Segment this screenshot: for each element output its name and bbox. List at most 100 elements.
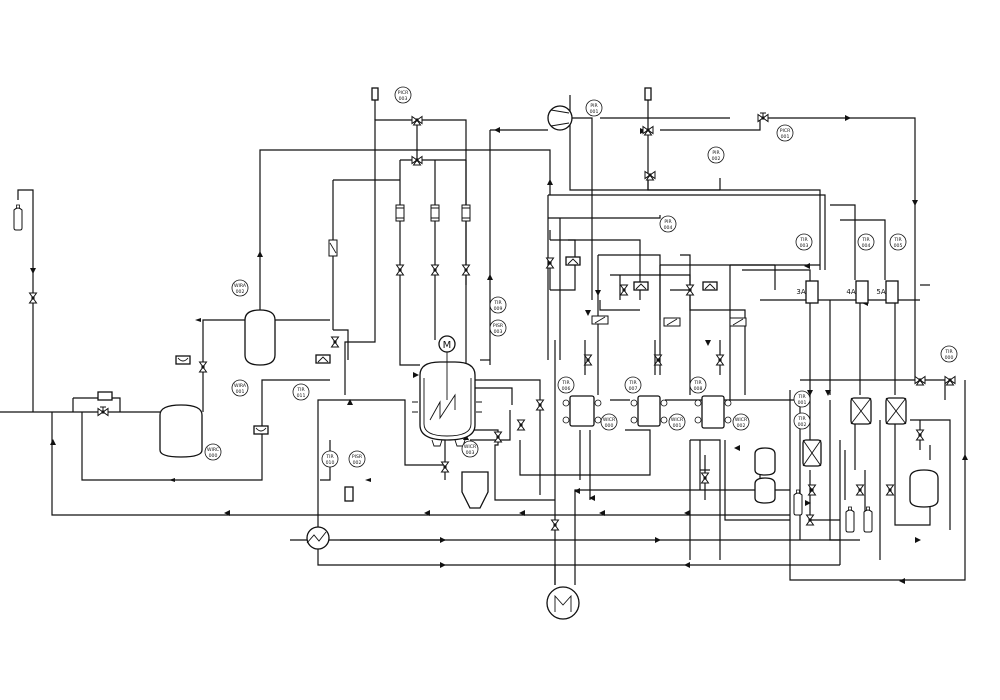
tag-label: PIR — [590, 103, 598, 109]
tag-label: PICR — [780, 128, 791, 134]
vessel-storage-1 — [244, 309, 276, 366]
inline-instruments — [97, 239, 747, 435]
instrument-tag-tir006: TIR 006 — [557, 376, 575, 394]
vessel-storage-2 — [159, 404, 203, 458]
instrument-tag-tir004: TIR 004 — [857, 233, 875, 251]
tag-number: 001 — [236, 389, 245, 395]
tag-number: 008 — [694, 386, 703, 392]
tag-label: WICR — [464, 444, 477, 450]
packed-reactor-2 — [885, 397, 907, 425]
tag-number: 006 — [562, 386, 571, 392]
tag-label: WICR — [735, 417, 748, 423]
tag-number: 003 — [466, 450, 475, 456]
adsorber-3a: 3A — [796, 280, 819, 304]
tag-label: PIR — [712, 150, 720, 156]
tag-number: 003 — [494, 329, 503, 335]
tag-label: WIRC — [207, 447, 219, 453]
packed-reactor-3 — [802, 439, 822, 467]
label-5a: 5A — [876, 288, 885, 296]
tag-number: 002 — [737, 423, 746, 429]
tag-label: WIRA — [234, 383, 247, 389]
instrument-tag-wicr003: WICR 003 — [461, 440, 479, 458]
tag-number: 001 — [673, 423, 682, 429]
vessel-right-1 — [909, 469, 939, 508]
tag-number: 010 — [326, 460, 335, 466]
instrument-tag-pir002: PIR 002 — [707, 146, 725, 164]
adsorber-4a: 4A — [846, 280, 869, 304]
tag-number: 004 — [862, 243, 871, 249]
tag-label: WIRA — [234, 283, 247, 289]
agitator-label: M — [443, 340, 452, 351]
instrument-tag-pisr003: PISR 003 — [489, 319, 507, 337]
agitator-motor: M — [438, 335, 456, 353]
heat-exchanger-left — [306, 526, 330, 550]
tag-label: TIR — [799, 237, 808, 243]
instrument-tag-pir004: PIR 004 — [659, 215, 677, 233]
tag-label: PISR — [493, 323, 504, 329]
instrument-tag-wira002: WIRA 002 — [231, 279, 249, 297]
tag-label: TIR — [628, 380, 637, 386]
tag-label: WICR — [603, 417, 616, 423]
tag-number: 002 — [712, 156, 721, 162]
packed-reactor-1 — [850, 397, 872, 425]
separator-column-3 — [694, 395, 732, 429]
collection-hopper — [461, 471, 489, 509]
instrument-tag-tir009: TIR 009 — [489, 296, 507, 314]
tag-label: TIR — [493, 300, 502, 306]
tag-number: 005 — [894, 243, 903, 249]
instrument-tag-tir003: TIR 003 — [795, 233, 813, 251]
separator-column-2 — [630, 395, 668, 427]
tag-number: 002 — [236, 289, 245, 295]
instrument-tag-tir005: TIR 005 — [889, 233, 907, 251]
separator-column-1 — [562, 395, 602, 427]
valves — [29, 112, 956, 531]
instrument-tag-pir003: PICR 003 — [394, 86, 412, 104]
tag-number: 003 — [399, 96, 408, 102]
instrument-tag-tir000: TIR 000 — [940, 345, 958, 363]
instrument-tag-tir007: TIR 007 — [624, 376, 642, 394]
tag-number: 009 — [494, 306, 503, 312]
instrument-tag-tir002: TIR 002 — [793, 412, 811, 430]
tag-label: TIR — [861, 237, 870, 243]
flow-arrows — [30, 115, 968, 584]
tag-number: 002 — [798, 422, 807, 428]
adsorber-5a: 5A — [876, 280, 899, 304]
jacketed-reactor — [412, 352, 482, 447]
instrument-tag-pir001: PIR 001 — [585, 99, 603, 117]
tag-number: 004 — [664, 225, 673, 231]
instrument-tag-wicr001: WICR 001 — [668, 413, 686, 431]
gas-cylinder-rig — [793, 489, 873, 533]
tag-label: WICR — [671, 417, 684, 423]
tag-number: 000 — [209, 453, 218, 459]
tag-number: 001 — [590, 109, 599, 115]
tag-label: PICR — [398, 90, 409, 96]
heat-exchanger-bottom — [546, 586, 580, 620]
compressor — [547, 105, 573, 131]
vessel-small-1 — [754, 447, 776, 476]
instrument-tag-tir010: TIR 010 — [321, 450, 339, 468]
filter-cartridges — [344, 87, 652, 502]
instrument-tag-tir011: TIR 011 — [292, 383, 310, 401]
tag-label: TIR — [944, 349, 953, 355]
tag-number: 000 — [945, 355, 954, 361]
tag-label: TIR — [797, 416, 806, 422]
instrument-tag-wicr000: WICR 000 — [600, 413, 618, 431]
tag-label: TIR — [893, 237, 902, 243]
tag-label: TIR — [325, 454, 334, 460]
tag-label: TIR — [693, 380, 702, 386]
instrument-tag-tir008: TIR 008 — [689, 376, 707, 394]
tag-number: 001 — [798, 400, 807, 406]
instrument-tag-picr001: PICR 001 — [776, 124, 794, 142]
vessel-small-2 — [754, 477, 776, 504]
instrument-tag-wirc000: WIRC 000 — [204, 443, 222, 461]
tag-label: PISR — [352, 454, 363, 460]
label-4a: 4A — [846, 288, 855, 296]
label-3a: 3A — [796, 288, 805, 296]
tag-number: 002 — [353, 460, 362, 466]
tag-label: TIR — [296, 387, 305, 393]
process-lines — [0, 95, 966, 585]
tag-number: 000 — [605, 423, 614, 429]
instrument-tag-tir001: TIR 001 — [793, 390, 811, 408]
tag-number: 011 — [297, 393, 306, 399]
